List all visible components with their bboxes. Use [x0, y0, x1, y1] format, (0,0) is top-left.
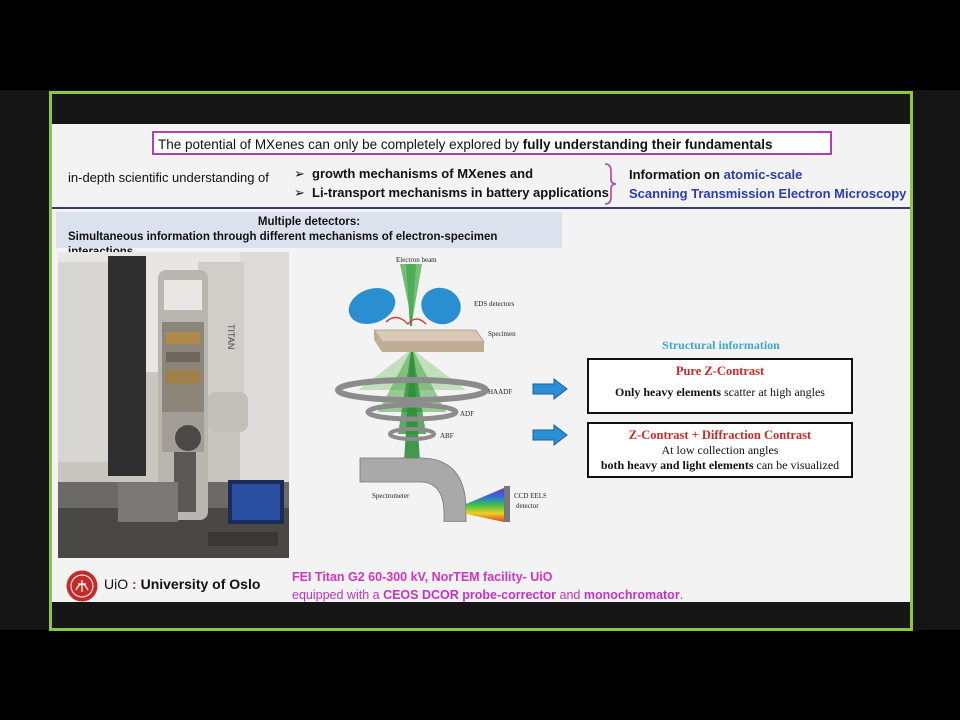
- stem-detector-diagram: Electron beam EDS detectors Specimen HAA…: [335, 256, 546, 522]
- titan-equipment: equipped with a CEOS DCOR probe-correcto…: [292, 588, 684, 602]
- electron-beam: [400, 264, 422, 326]
- uio-seal-logo: [66, 570, 98, 602]
- abf-ring: [388, 427, 436, 441]
- arrow-right-icon: [532, 424, 568, 446]
- diffraction-contrast-box: Z-Contrast + Diffraction Contrast At low…: [587, 422, 853, 478]
- haadf-ring: [335, 377, 489, 403]
- structural-title: Structural information: [662, 338, 780, 352]
- label-haadf: HAADF: [488, 388, 512, 396]
- uio-short: UiO: [104, 576, 129, 592]
- banner-emphasis: fully understanding their fundamentals: [522, 137, 773, 152]
- box1-text: Only heavy elements scatter at high angl…: [615, 385, 825, 399]
- spectrometer-magnet: [359, 457, 467, 522]
- info-block: Information on atomic-scale Scanning Tra…: [629, 167, 907, 201]
- ccd-detector: [504, 486, 510, 522]
- label-adf: ADF: [460, 410, 474, 418]
- uio-dots-icon: :: [132, 576, 137, 592]
- label-abf: ABF: [440, 432, 454, 440]
- headline-banner: The potential of MXenes can only be comp…: [152, 131, 832, 155]
- label-electron-beam: Electron beam: [396, 256, 437, 264]
- label-eds: EDS detectors: [474, 300, 515, 308]
- slide: The potential of MXenes can only be comp…: [52, 124, 910, 602]
- microscope-photo: TITAN: [58, 252, 289, 558]
- box2-line2: both heavy and light elements can be vis…: [600, 458, 840, 472]
- label-ccd-2: detector: [516, 502, 539, 510]
- letterbox-top: [0, 0, 960, 90]
- energy-dispersion: [466, 488, 504, 522]
- eds-detector-right: [421, 287, 461, 325]
- titan-brand: TITAN: [226, 324, 236, 349]
- box2-title: Z-Contrast + Diffraction Contrast: [628, 428, 812, 442]
- label-ccd-1: CCD EELS: [514, 492, 546, 500]
- label-spectrometer: Spectrometer: [372, 492, 410, 500]
- uio-full-name: University of Oslo: [140, 576, 261, 592]
- banner-prefix: The potential of MXenes can only be comp…: [158, 137, 519, 152]
- bullet-item: ➢growth mechanisms of MXenes and: [294, 166, 534, 181]
- detectors-box: Multiple detectors: Simultaneous informa…: [56, 212, 562, 258]
- understanding-label: in-depth scientific understanding of: [68, 170, 269, 185]
- bullet-arrow-icon: ➢: [294, 166, 305, 181]
- bullet-list: ➢growth mechanisms of MXenes and ➢Li-tra…: [294, 164, 609, 202]
- atomic-scale-text: atomic-scale: [723, 167, 803, 182]
- bullet-item: ➢Li-transport mechanisms in battery appl…: [294, 185, 609, 200]
- box1-title: Pure Z-Contrast: [675, 364, 765, 378]
- curly-brace-icon: [604, 163, 617, 205]
- box2-line1: At low collection angles: [661, 443, 779, 457]
- titan-caption: FEI Titan G2 60-300 kV, NorTEM facility-…: [292, 570, 553, 584]
- divider: [52, 207, 910, 209]
- pure-z-contrast-box: Pure Z-Contrast Only heavy elements scat…: [587, 358, 853, 414]
- stem-text: Scanning Transmission Electron Microscop…: [629, 186, 907, 201]
- bullet-arrow-icon: ➢: [294, 185, 305, 200]
- detectors-title: Multiple detectors:: [257, 216, 361, 228]
- eds-detector-left: [348, 288, 396, 324]
- label-specimen: Specimen: [488, 330, 516, 338]
- university-name: UiO : University of Oslo: [104, 576, 260, 592]
- adf-ring: [365, 402, 459, 422]
- arrow-right-icon: [532, 378, 568, 400]
